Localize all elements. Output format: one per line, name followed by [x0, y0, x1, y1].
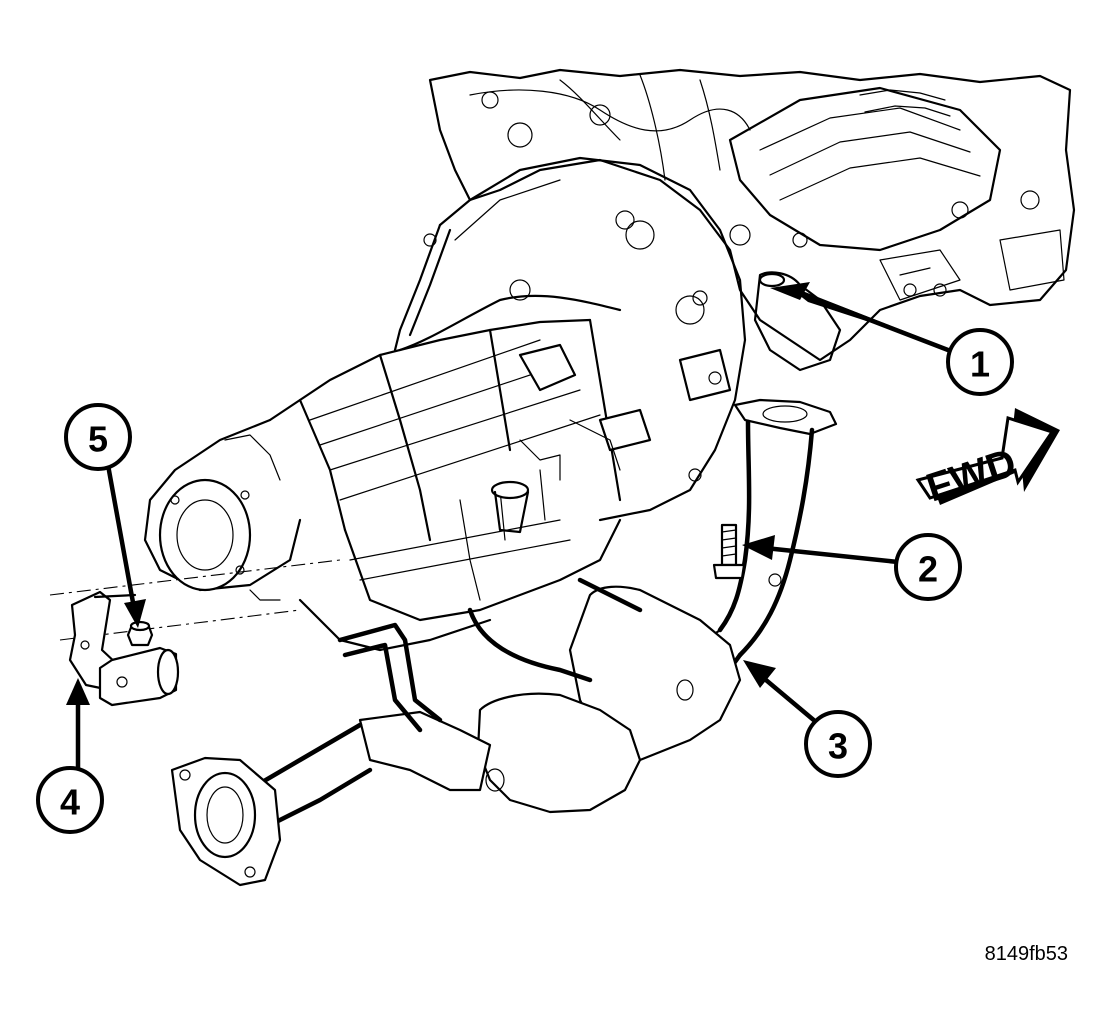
callout-3: 3: [804, 710, 872, 778]
exhaust-pipe-assembly: [170, 398, 838, 887]
callout-5: 5: [64, 403, 132, 471]
transmission: [143, 156, 747, 652]
callout-2-label: 2: [918, 549, 938, 590]
transmission-mount: [49, 559, 341, 707]
callout-5-label: 5: [88, 419, 108, 460]
fwd-label: FWD: [921, 441, 1021, 511]
figure-reference: 8149fb53: [985, 943, 1068, 965]
callout-1-label: 1: [970, 344, 990, 385]
forward-direction-arrow: FWD: [915, 408, 1060, 511]
callout-2: 2: [894, 533, 962, 601]
flange-bolt: [712, 523, 746, 580]
callout-4-label: 4: [60, 782, 80, 823]
callout-3-label: 3: [828, 726, 848, 767]
engine-block: [428, 68, 1076, 372]
callout-leaders: [66, 282, 951, 773]
mount-bolt: [126, 620, 154, 647]
callout-1: 1: [946, 328, 1014, 396]
callout-4: 4: [36, 766, 104, 834]
